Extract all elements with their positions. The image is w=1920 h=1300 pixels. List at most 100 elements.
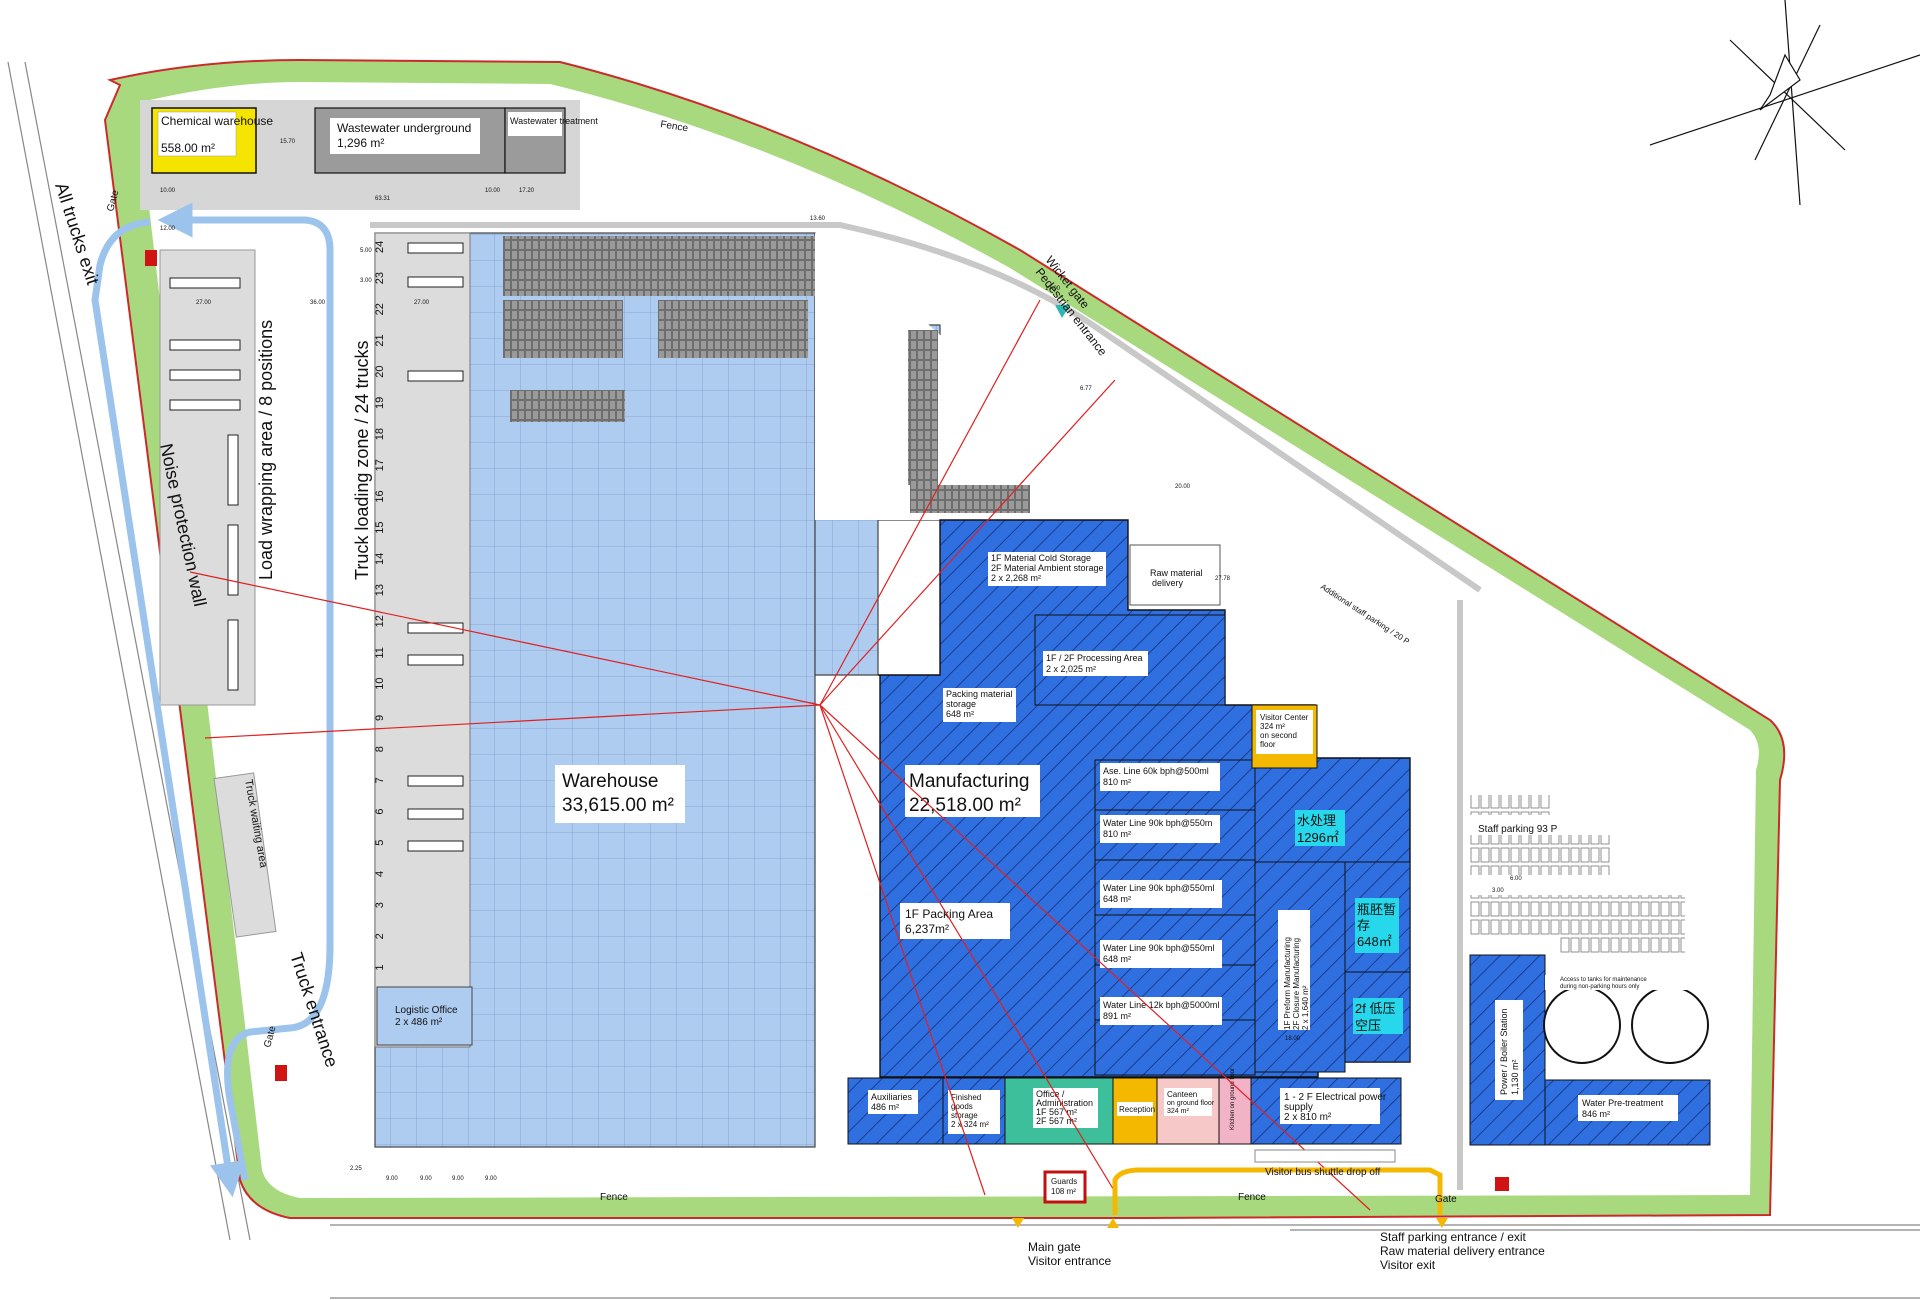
- guards-house: [1043, 1170, 1087, 1204]
- staff-entrance-line3: Visitor exit: [1380, 1258, 1436, 1272]
- manufacturing-name: Manufacturing: [909, 771, 1029, 792]
- water-line-3-line2: 648 m²: [1103, 954, 1131, 964]
- dimension-label: 6.77: [1080, 386, 1092, 392]
- dimension-label: 3.00: [1492, 888, 1504, 894]
- low-pressure-cn-line1: 2f 低压: [1355, 1001, 1395, 1016]
- bay-number: 20: [374, 366, 386, 378]
- bay-trucks: [407, 242, 464, 852]
- auxiliaries-line1: Auxiliaries: [871, 1092, 913, 1102]
- bay-number: 15: [374, 522, 386, 534]
- bottle-storage-cn-line3: 648㎡: [1357, 934, 1392, 949]
- visitor-center-line4: floor: [1260, 740, 1276, 749]
- visitor-center-line1: Visitor Center: [1260, 713, 1309, 722]
- dimension-label: 17.00: [1045, 286, 1061, 292]
- internal-road: [370, 222, 1482, 1190]
- low-pressure-cn-line2: 空压: [1355, 1018, 1381, 1033]
- fence-top-label: Fence: [660, 119, 690, 134]
- finished-goods-line3: storage: [951, 1111, 978, 1120]
- dimension-label: 10.00: [485, 188, 501, 194]
- water-line-2-line2: 648 m²: [1103, 894, 1131, 904]
- processing-line2: 2 x 2,025 m²: [1046, 664, 1096, 674]
- packing-material-line1: Packing material: [946, 689, 1013, 699]
- staff-entrance-line2: Raw material delivery entrance: [1380, 1244, 1545, 1258]
- visitor-center-line2: 324 m²: [1260, 722, 1285, 731]
- bay-number: 6: [374, 808, 386, 814]
- dimension-label: 10.00: [160, 188, 176, 194]
- storage-racks-2: [503, 300, 623, 358]
- canteen-line2: on ground floor: [1167, 1100, 1215, 1107]
- power-boiler-line2: 1,130 m²: [1510, 1059, 1520, 1095]
- cold-storage-line1: 1F Material Cold Storage: [991, 553, 1091, 563]
- dimension-label: 12.00: [160, 226, 176, 232]
- finished-goods-line4: 2 x 324 m²: [951, 1120, 989, 1129]
- logistic-office: [376, 986, 473, 1046]
- water-line-1-line2: 810 m²: [1103, 829, 1131, 839]
- office-line4: 2F 567 m²: [1036, 1116, 1077, 1126]
- storage-racks-4: [510, 390, 625, 422]
- cold-storage-line2: 2F Material Ambient storage: [991, 563, 1104, 573]
- bay-number: 12: [374, 615, 386, 627]
- dimension-label: 5.00: [360, 248, 372, 254]
- dimension-label: 9.00: [386, 1176, 398, 1182]
- storage-racks-6: [910, 485, 1030, 513]
- office-line3: 1F 567 m²: [1036, 1107, 1077, 1117]
- gate-icon-right: [1495, 1177, 1509, 1191]
- bottle-storage-cn-line1: 瓶胚暂: [1357, 902, 1396, 917]
- office-line1: Office /: [1036, 1089, 1065, 1099]
- cold-storage-line3: 2 x 2,268 m²: [991, 573, 1041, 583]
- water-line-4-line2: 891 m²: [1103, 1011, 1131, 1021]
- wrapping-trucks: [169, 277, 241, 691]
- auxiliaries-line2: 486 m²: [871, 1102, 899, 1112]
- dimension-label: 20.00: [1175, 484, 1191, 490]
- staff-parking: Staff parking 93 P: [1470, 795, 1685, 955]
- finished-goods-line1: Finished: [951, 1093, 981, 1102]
- kitchen-label: Kitchen on ground floor: [1230, 1068, 1236, 1130]
- bay-number: 24: [374, 241, 386, 253]
- staff-gate-arrow-icon: [1436, 1218, 1448, 1228]
- dimension-label: 63.31: [375, 196, 391, 202]
- manufacturing-area: 22,518.00 m²: [909, 795, 1021, 816]
- visitor-route: [1112, 1167, 1443, 1215]
- bay-number: 5: [374, 840, 386, 846]
- visitor-center-line3: on second: [1260, 731, 1297, 740]
- water-treatment-cn-line1: 水处理: [1297, 813, 1336, 828]
- canteen-line1: Canteen: [1167, 1090, 1197, 1099]
- north-arrow-icon: [1649, 0, 1920, 206]
- preform-line1: 1F Preform Manufacturing: [1283, 937, 1292, 1030]
- reception-name: Reception: [1119, 1105, 1155, 1114]
- bay-number: 17: [374, 459, 386, 471]
- dimension-label: 36.00: [310, 300, 326, 306]
- packing-material-line2: storage: [946, 699, 976, 709]
- wastewater-underground-name: Wastewater underground: [337, 121, 471, 135]
- staff-parking-label: Staff parking 93 P: [1478, 824, 1558, 835]
- main-gate-arrow-icon: [1012, 1218, 1024, 1228]
- bay-number: 16: [374, 490, 386, 502]
- bay-number: 10: [374, 678, 386, 690]
- warehouse-area: 33,615.00 m²: [562, 795, 674, 816]
- guards-line2: 108 m²: [1051, 1187, 1076, 1196]
- preform-line3: 2 x 1,640 m²: [1301, 985, 1310, 1030]
- dimension-label: 15.70: [280, 139, 296, 145]
- dimension-label: 9.00: [420, 1176, 432, 1182]
- processing-line1: 1F / 2F Processing Area: [1046, 653, 1143, 663]
- raw-material-line1: Raw material: [1150, 568, 1203, 578]
- preform-line2: 2F Closure Manufacturing: [1292, 938, 1301, 1030]
- gate-icon-left-upper: [145, 250, 157, 266]
- storage-racks-5: [908, 330, 938, 485]
- water-line-2-line1: Water Line 90k bph@550ml: [1103, 883, 1214, 893]
- bay-number: 9: [374, 715, 386, 721]
- main-gate-label: Main gate: [1028, 1240, 1081, 1254]
- staff-entrance-line1: Staff parking entrance / exit: [1380, 1230, 1527, 1244]
- finished-goods-line2: goods: [951, 1102, 973, 1111]
- visitor-bus-bay: [1254, 1149, 1396, 1163]
- manufacturing-labels: 1F Material Cold Storage 2F Material Amb…: [900, 552, 1403, 1034]
- packing-area-line2: 6,237m²: [905, 922, 949, 936]
- bay-number: 3: [374, 902, 386, 908]
- truck-loading-label: Truck loading zone / 24 trucks: [352, 341, 372, 580]
- gate-right-label: Gate: [1435, 1194, 1457, 1205]
- electrical-line1: 1 - 2 F Electrical power: [1284, 1092, 1387, 1103]
- truck-loading-strip: [374, 232, 471, 1048]
- ase-line-line1: Ase. Line 60k bph@500ml: [1103, 766, 1209, 776]
